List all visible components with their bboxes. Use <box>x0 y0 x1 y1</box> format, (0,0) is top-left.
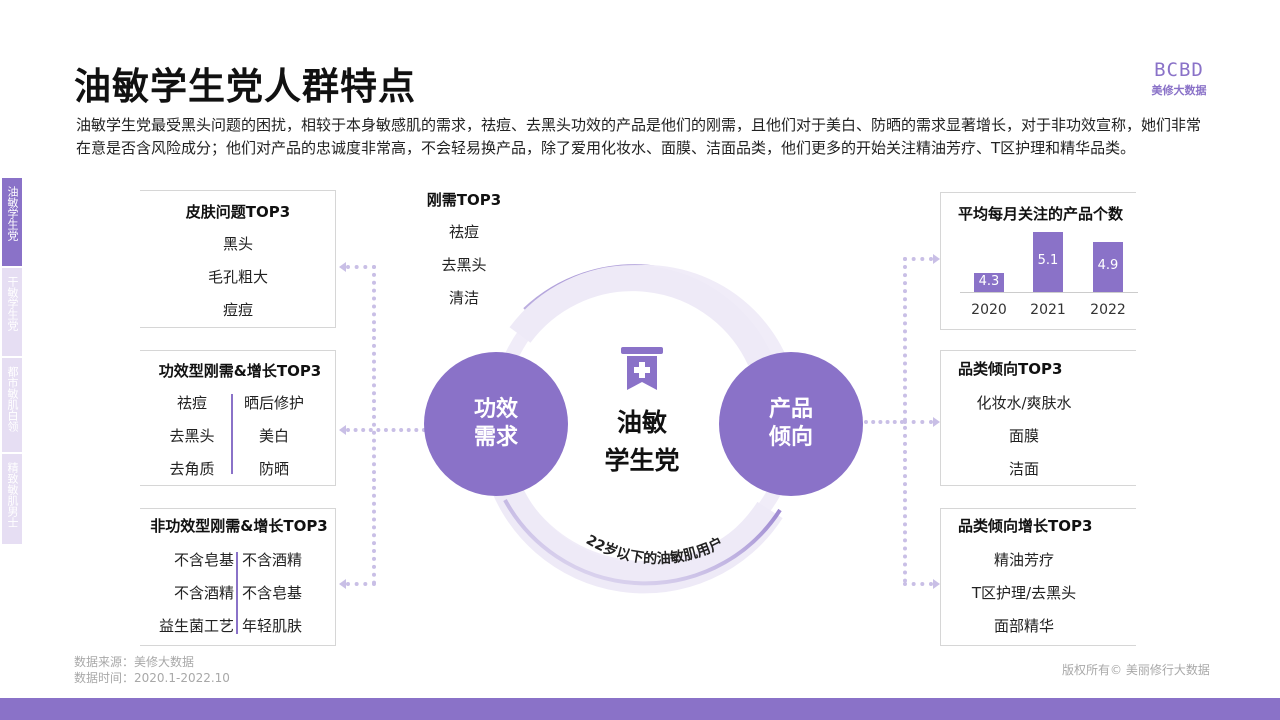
circle-label-line: 产品 <box>768 397 813 422</box>
arrow-left-icon <box>339 425 346 435</box>
functional-need-item: 去黑头 <box>169 427 215 445</box>
chart-value-label: 4.3 <box>978 274 1000 289</box>
tab-refined-sensitive-men[interactable]: 精致敏肌男士 <box>2 454 22 544</box>
functional-need-item: 去角质 <box>169 460 215 478</box>
chart-baseline <box>960 292 1138 293</box>
skin-problems-title: 皮肤问题TOP3 <box>185 203 291 221</box>
functional-needs-title: 功效型刚需&增长TOP3 <box>158 362 322 380</box>
functional-needs-circle: 功效 需求 <box>424 352 568 496</box>
data-source-note: 数据来源：美修大数据 数据时间：2020.1-2022.10 <box>74 654 230 686</box>
chart-value-label: 4.9 <box>1097 258 1119 273</box>
arrow-right-icon <box>933 254 940 264</box>
chart-x-tick-label: 2021 <box>1030 302 1066 318</box>
circle-label-line: 倾向 <box>768 425 813 450</box>
non-functional-need-item: 不含酒精 <box>173 584 234 602</box>
functional-needs-box <box>140 350 336 486</box>
tab-urban-sensitive-white-collar[interactable]: 都市敏肌白领 <box>2 358 22 452</box>
monthly-products-title: 平均每月关注的产品个数 <box>958 205 1124 223</box>
copyright-note: 版权所有© 美丽修行大数据 <box>1062 663 1210 677</box>
functional-need-item: 美白 <box>258 427 289 445</box>
chart-x-tick-label: 2022 <box>1090 302 1126 318</box>
time-line: 数据时间：2020.1-2022.10 <box>74 671 230 685</box>
non-functional-need-item: 不含皂基 <box>242 584 303 602</box>
skin-problems-box <box>140 190 336 328</box>
growth-item: 精油芳疗 <box>993 551 1054 569</box>
connector-line <box>372 265 376 585</box>
product-tendency-circle: 产品 倾向 <box>719 352 863 496</box>
bottom-bar <box>0 698 1280 720</box>
growth-item: T区护理/去黑头 <box>971 584 1077 602</box>
non-functional-needs-box <box>140 508 336 646</box>
arrow-right-icon <box>933 579 940 589</box>
center-label: 油敏 学生党 <box>580 404 704 480</box>
intro-paragraph: 油敏学生党最受黑头问题的困扰，相较于本身敏感肌的需求，祛痘、去黑头功效的产品是他… <box>76 116 1202 157</box>
chart-value-label: 5.1 <box>1037 253 1059 268</box>
category-item: 面膜 <box>1008 427 1039 445</box>
center-label-line: 学生党 <box>604 446 680 475</box>
page-title: 油敏学生党人群特点 <box>74 65 416 108</box>
skin-problem-item: 痘痘 <box>222 301 253 319</box>
connector-line <box>346 582 376 586</box>
category-tendency-box <box>940 350 1136 486</box>
column-divider <box>231 394 233 474</box>
non-functional-needs-title: 非功效型刚需&增长TOP3 <box>150 517 328 535</box>
monthly-products-box <box>940 192 1136 330</box>
non-functional-need-item: 益生菌工艺 <box>158 617 234 635</box>
circle-label-line: 功效 <box>473 397 518 422</box>
category-item: 化妆水/爽肤水 <box>976 394 1072 412</box>
logo-mark: BCBD <box>1154 59 1204 81</box>
chart-bar: 4.3 <box>974 273 1004 292</box>
connector-line <box>346 265 376 269</box>
top-need-item: 祛痘 <box>448 223 479 241</box>
connector-line <box>864 420 904 424</box>
connector-line <box>903 582 933 586</box>
skin-problem-item: 毛孔粗大 <box>207 268 268 286</box>
category-item: 洁面 <box>1008 460 1039 478</box>
connector-line <box>346 428 426 432</box>
arrow-right-icon <box>933 417 940 427</box>
functional-need-item: 晒后修护 <box>243 394 304 412</box>
source-line: 数据来源：美修大数据 <box>74 655 195 669</box>
product-tag-icon <box>621 347 663 390</box>
circle-label-line: 需求 <box>473 425 518 450</box>
non-functional-need-item: 不含酒精 <box>242 551 303 569</box>
top-need-item: 清洁 <box>448 289 479 307</box>
brand-logo: BCBD 美修大数据 <box>1146 60 1212 98</box>
tab-dry-sensitive-students[interactable]: 干敏学生党 <box>2 268 22 356</box>
non-functional-need-item: 年轻肌肤 <box>242 617 303 635</box>
tab-oily-sensitive-students[interactable]: 油敏学生党 <box>2 178 22 266</box>
growth-item: 面部精华 <box>993 617 1054 635</box>
arrow-left-icon <box>339 579 346 589</box>
category-growth-box <box>940 508 1136 646</box>
center-label-line: 油敏 <box>616 408 667 437</box>
top-need-item: 去黑头 <box>441 256 487 274</box>
category-growth-title: 品类倾向增长TOP3 <box>958 517 1093 535</box>
connector-line <box>903 257 933 261</box>
chart-x-tick-label: 2020 <box>971 302 1007 318</box>
chart-bar: 5.1 <box>1033 232 1063 292</box>
logo-text: 美修大数据 <box>1151 84 1207 97</box>
top-need-title: 刚需TOP3 <box>426 191 502 209</box>
column-divider <box>236 552 238 634</box>
category-tendency-title: 品类倾向TOP3 <box>958 360 1063 378</box>
skin-problem-item: 黑头 <box>222 235 253 253</box>
chart-bar: 4.9 <box>1093 242 1123 292</box>
connector-line <box>903 420 933 424</box>
functional-need-item: 防晒 <box>258 460 289 478</box>
non-functional-need-item: 不含皂基 <box>173 551 234 569</box>
functional-need-item: 祛痘 <box>176 394 207 412</box>
arrow-left-icon <box>339 262 346 272</box>
